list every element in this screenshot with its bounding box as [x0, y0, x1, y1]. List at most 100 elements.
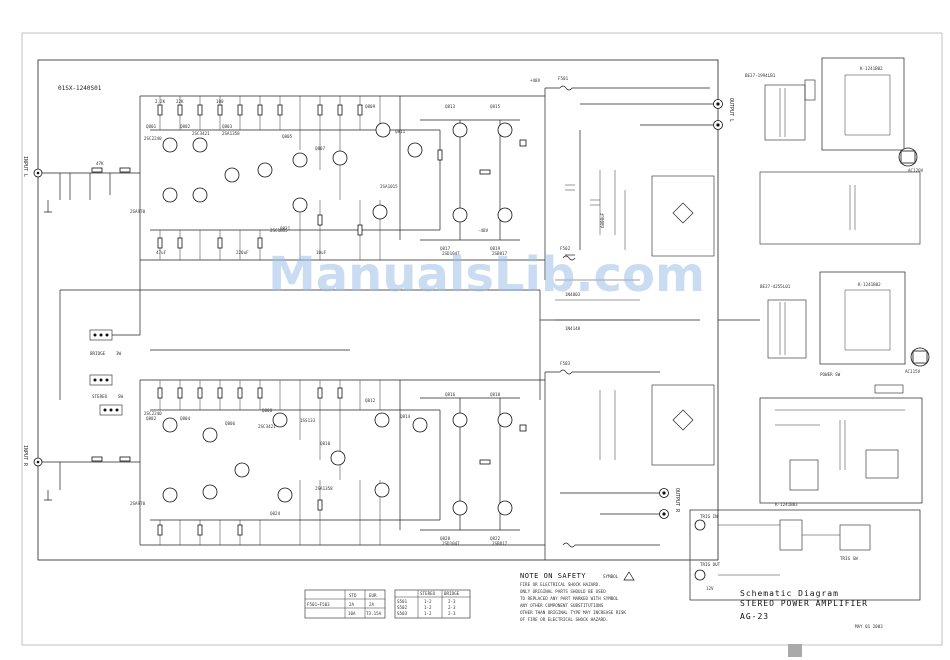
fuse-table-cell: EUR	[369, 593, 377, 598]
fuse-label: F502	[560, 246, 571, 251]
fuse-table-cell: STD	[349, 593, 357, 598]
q-label: Q808	[262, 408, 273, 413]
part-value: 6800uF	[600, 212, 605, 228]
q-label: Q820	[440, 536, 451, 541]
trig-out-label: TRIG OUT	[700, 562, 721, 567]
q-label: Q813	[445, 104, 456, 109]
title-model: AG-23	[740, 612, 769, 621]
board-label-right: K-1241B02	[858, 282, 881, 287]
part-value: 47K	[96, 161, 104, 166]
q-label: Q824	[270, 511, 281, 516]
board-label: 01SX-1240S01	[58, 85, 102, 92]
title-line1: Schematic Diagram	[740, 589, 839, 598]
remote-12v-label: 12V	[706, 586, 714, 591]
title-line2: STEREO POWER AMPLIFIER	[740, 599, 868, 608]
fuse-table-cell: F501~F503	[307, 602, 330, 607]
fuse-table-cell: 10A	[348, 611, 356, 616]
part-value: 2SD1047	[442, 541, 460, 546]
watermark: ManualsLib.com	[268, 247, 705, 303]
part-value: 2SA1358	[315, 486, 333, 491]
transformer-top: BE37-1994LB1 K-1241B02 AC120V	[745, 57, 924, 245]
sheet-frame	[21, 32, 943, 646]
safety-note-line: TO REPLACED ANY PART MARKED WITH SYMBOL	[520, 596, 619, 601]
safety-note-line: ONLY ORIGINAL PARTS SHOULD BE USED	[520, 589, 606, 594]
q-label: Q806	[225, 421, 236, 426]
safety-note-line: FIRE OR ELECTRICAL SHOCK HAZARD.	[520, 582, 601, 587]
part-value: 47uF	[156, 250, 167, 255]
fuse-table: F501~F503 STD EUR 2A 2A 10A T3.15A	[304, 589, 386, 619]
part-value: 1SS133	[300, 418, 316, 423]
ac-in-label: AC115V	[905, 369, 921, 374]
switch-table-cell: 1-2	[424, 599, 432, 604]
q-label: Q807	[315, 146, 326, 151]
part-value: 2SC2240	[144, 136, 162, 141]
switch-table-cell: S503	[397, 611, 408, 616]
mode-switches: BRIDGE STEREO 3W SW	[59, 260, 700, 416]
safety-note-line: OF FIRE OR ELECTRICAL SHOCK HAZARD.	[520, 617, 608, 622]
q-label: Q814	[400, 414, 411, 419]
part-value: 2SC2240	[144, 411, 162, 416]
fuse-label: F503	[560, 361, 571, 366]
switch-label: 3W	[116, 351, 122, 356]
resistors-bottom	[91, 387, 527, 536]
title-date: MAY 01 2003	[855, 624, 883, 629]
part-value: 2SA1358	[222, 131, 240, 136]
q-label: Q815	[490, 104, 501, 109]
fuse-table-cell: 2A	[369, 602, 375, 607]
switch-table-cell: 2-3	[448, 599, 456, 604]
part-value: 2SC3421	[258, 424, 276, 429]
output-l-label: OUTPUT L	[728, 98, 734, 122]
switch-table-header: STEREO	[420, 591, 436, 596]
part-value: 220uF	[236, 250, 249, 255]
safety-note-symbol: SYMBOL	[603, 574, 619, 579]
channel-r-amplifier: INPUT R Q802 Q8	[22, 379, 545, 546]
safety-note-line: ANY OTHER COMPONENT SUBSTITUTIONS	[520, 603, 604, 608]
ac-in-label: AC120V	[908, 168, 924, 173]
page-marker	[788, 644, 802, 657]
bridge-switch-label: BRIDGE	[90, 351, 106, 356]
switch-table-cell: 1-2	[424, 605, 432, 610]
safety-note-title: NOTE ON SAFETY	[520, 572, 586, 580]
trig-in-label: TRIG IN	[700, 514, 718, 519]
transformer-label: BE37-4255L01	[760, 284, 791, 289]
q-label: Q819	[490, 246, 501, 251]
safety-note-line: OTHER THAN ORIGINAL TYPE MAY INCREASE RI…	[520, 610, 626, 615]
input-r-label: INPUT R	[22, 445, 28, 467]
part-value: 10uF	[316, 250, 327, 255]
switch-table-cell: S501	[397, 599, 408, 604]
part-value: 2SA1015	[380, 184, 398, 189]
output-r-label: OUTPUT R	[674, 488, 680, 513]
part-value: 2SD1047	[442, 251, 460, 256]
power-sw-label: POWER SW	[820, 372, 841, 377]
safety-note: NOTE ON SAFETY SYMBOL FIRE OR ELECTRICAL…	[520, 571, 635, 622]
q-label: Q810	[320, 441, 331, 446]
stereo-switch-label: STEREO	[92, 394, 108, 399]
part-value: 2SB817	[492, 251, 508, 256]
title-block: Schematic Diagram STEREO POWER AMPLIFIER…	[740, 589, 883, 629]
rail-plus-label: +48V	[530, 78, 541, 83]
fuse-label: F501	[558, 76, 569, 81]
switch-label: SW	[118, 394, 124, 399]
resistors-top	[91, 104, 527, 249]
q-label: Q805	[282, 134, 293, 139]
power-supply-bottom: F503 OUTPUT R	[544, 319, 760, 560]
q-label: Q802	[180, 124, 191, 129]
part-value: 2SA970	[130, 209, 146, 214]
switch-table-header: BRIDGE	[444, 591, 460, 596]
transistors-top	[162, 122, 513, 223]
trig-sw-label: TRIG SW	[840, 556, 858, 561]
q-label: Q822	[490, 536, 501, 541]
switch-table: STEREO BRIDGE S501 1-2 2-3 S502 1-2 2-3 …	[394, 589, 471, 619]
q-label: Q816	[445, 392, 456, 397]
q-label: Q821	[280, 226, 291, 231]
rail-minus-label: -48V	[478, 228, 489, 233]
q-label: Q817	[440, 246, 451, 251]
part-value: 2SB817	[492, 541, 508, 546]
switch-table-cell: 2-3	[448, 605, 456, 610]
q-label: Q802	[146, 416, 157, 421]
part-value: 1N4003	[565, 292, 581, 297]
fuse-table-cell: T3.15A	[366, 611, 382, 616]
part-value: 22K	[176, 99, 184, 104]
q-label: Q804	[180, 416, 191, 421]
input-l-label: INPUT L	[22, 156, 28, 177]
